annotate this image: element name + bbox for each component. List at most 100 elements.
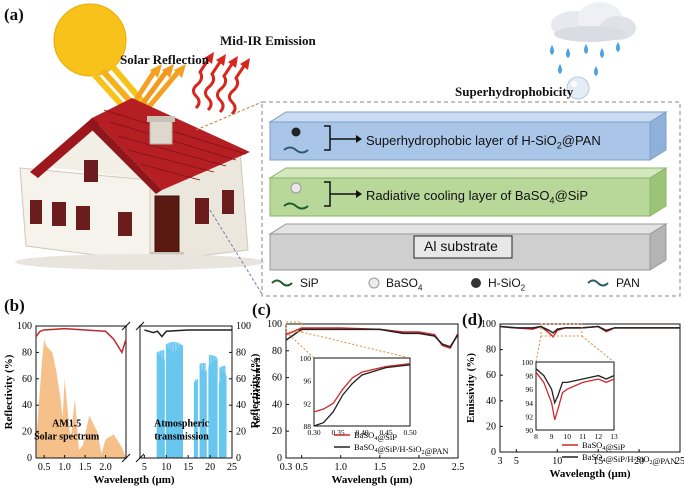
ytick-left: 60 — [22, 374, 32, 385]
inset-ytick: 100 — [300, 354, 312, 363]
sun-icon — [54, 4, 126, 76]
ytick: 20 — [486, 421, 496, 432]
annotation-solar: AM1.5 — [52, 418, 81, 429]
inset-xtick: 9 — [550, 432, 554, 441]
series-line — [499, 325, 680, 334]
ytick-left: 20 — [22, 427, 32, 438]
xlabel: Wavelength (μm) — [331, 474, 412, 486]
inset-series — [313, 363, 411, 413]
xtick: 10 — [552, 456, 562, 467]
xtick-ir: 20 — [205, 462, 215, 473]
legend-label: BaSO4@SiP — [354, 430, 397, 442]
panel-b-label: (b) — [4, 296, 25, 315]
legend-label: BaSO4@SiP/H-SiO2@PAN — [354, 442, 449, 456]
inset-ytick: 100 — [522, 358, 534, 367]
pan-fiber-icon — [283, 146, 309, 154]
xtick: 20 — [634, 456, 644, 467]
panel-d-label: (d) — [462, 310, 483, 329]
inset-ytick: 98 — [526, 372, 534, 381]
inset-xtick: 13 — [610, 432, 618, 441]
xtick-ir: 25 — [227, 462, 237, 473]
xtick-ir: 15 — [183, 462, 193, 473]
ytick: 100 — [267, 319, 282, 330]
ytick-right: 40 — [236, 400, 246, 411]
ytick-right: 20 — [236, 427, 246, 438]
zoom-box — [540, 323, 583, 337]
inset-ytick: 96 — [304, 377, 312, 386]
xtick: 1.5 — [374, 462, 387, 473]
xtick-solar: 0.5 — [38, 462, 51, 473]
ytick-left: 40 — [22, 400, 32, 411]
inset-xtick: 0.30 — [307, 428, 320, 437]
break-mark — [121, 321, 145, 331]
series-reflectivity — [35, 327, 127, 355]
panel-c-label: (c) — [252, 300, 271, 319]
inset-series — [535, 368, 615, 405]
inset-xtick: 12 — [595, 432, 603, 441]
xlabel: Wavelength (μm) — [549, 468, 630, 480]
ytick: 60 — [486, 370, 496, 381]
ytick-right: 100 — [236, 321, 251, 332]
cloud-icon — [551, 2, 636, 42]
ytick: 0 — [277, 453, 282, 464]
legend-pan-label: PAN — [616, 276, 640, 290]
xtick-solar: 1.5 — [79, 462, 92, 473]
inset-ytick: 92 — [526, 412, 534, 421]
ytick: 60 — [272, 373, 282, 384]
inset-xtick: 0.50 — [403, 428, 416, 437]
baso4-particle-icon — [290, 182, 302, 194]
layer2-text: Radiative cooling layer of BaSO4@SiP — [366, 188, 588, 206]
midir-arrows — [191, 52, 250, 116]
xtick: 15 — [593, 456, 603, 467]
inset-series — [313, 364, 411, 427]
ytick: 100 — [481, 319, 496, 330]
legend-hsio2-icon — [471, 278, 481, 288]
atm-band — [163, 359, 165, 458]
ytick-left: 0 — [27, 453, 32, 464]
ylabel: Reflectivity (%) — [249, 353, 261, 428]
series-line — [285, 327, 459, 350]
inset-xtick: 0.35 — [331, 428, 344, 437]
xtick: 0.5 — [295, 462, 308, 473]
xtick: 5 — [514, 456, 519, 467]
inset-frame — [535, 361, 615, 431]
connector-bottom — [209, 209, 263, 295]
legend-pan-icon — [587, 279, 609, 287]
ytick-right: 80 — [236, 347, 246, 358]
xtick: 3 — [498, 456, 503, 467]
xtick: 1.0 — [334, 462, 347, 473]
xtick: 25 — [675, 456, 684, 467]
ylabel-left: Reflectivity (%) — [3, 354, 15, 429]
zoom-connector — [581, 335, 615, 363]
hsio2-particle-icon — [291, 127, 301, 137]
legend-baso4-icon — [368, 277, 380, 289]
xtick-ir: 10 — [161, 462, 171, 473]
inset-xtick: 0.45 — [379, 428, 392, 437]
annotation-atm: Atmospheric — [154, 418, 210, 429]
ytick: 40 — [486, 396, 496, 407]
zoom-connector — [535, 335, 542, 363]
xtick: 2.5 — [452, 462, 465, 473]
ytick-right: 60 — [236, 374, 246, 385]
ytick-left: 100 — [17, 321, 32, 332]
connector-top — [195, 101, 263, 131]
inset-ytick: 90 — [526, 426, 534, 435]
zoom-connector — [301, 331, 411, 359]
layer-blue — [268, 111, 668, 161]
legend-label: BaSO4@SiP — [582, 440, 625, 452]
annotation-atm: transmission — [154, 432, 209, 443]
xtick: 2.0 — [413, 462, 426, 473]
superhydrophobicity-label: Superhydrophobicity — [455, 84, 574, 99]
inset-xtick: 10 — [563, 432, 571, 441]
layer-green — [268, 167, 668, 217]
raindrop-icons — [550, 42, 620, 76]
panel-a-illustration — [15, 2, 681, 297]
xtick-solar: 1.0 — [58, 462, 71, 473]
solar-spectrum-area — [36, 339, 127, 458]
panel-a-label: (a) — [4, 5, 24, 24]
legend-hsio2-label: H-SiO2 — [488, 276, 526, 293]
xtick: 0.3 — [280, 462, 293, 473]
legend-sip-label: SiP — [300, 276, 319, 290]
